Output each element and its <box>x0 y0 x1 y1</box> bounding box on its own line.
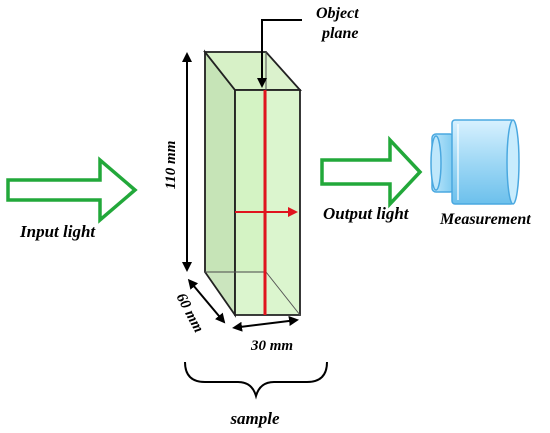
width-dimension-label: 30 mm <box>250 338 293 354</box>
object-plane-marker <box>235 90 298 315</box>
sample-cuboid <box>203 49 303 318</box>
depth-dimension <box>187 278 226 324</box>
sample-brace <box>184 361 328 400</box>
width-dimension <box>232 316 299 332</box>
object-plane-label-line2: plane <box>320 25 358 42</box>
output-light-arrow-icon <box>320 135 423 209</box>
object-plane-pointer <box>257 19 302 88</box>
camera-icon <box>430 119 520 205</box>
measurement-label: Measurement <box>439 211 531 228</box>
input-light-arrow-icon <box>6 156 138 224</box>
object-plane-label-line1: Object <box>316 5 359 22</box>
depth-dimension-label: 60 mm <box>173 291 207 336</box>
output-light-label: Output light <box>323 204 410 223</box>
sample-label: sample <box>229 409 280 428</box>
height-dimension-label: 110 mm <box>163 141 179 190</box>
input-light-label: Input light <box>19 222 96 241</box>
